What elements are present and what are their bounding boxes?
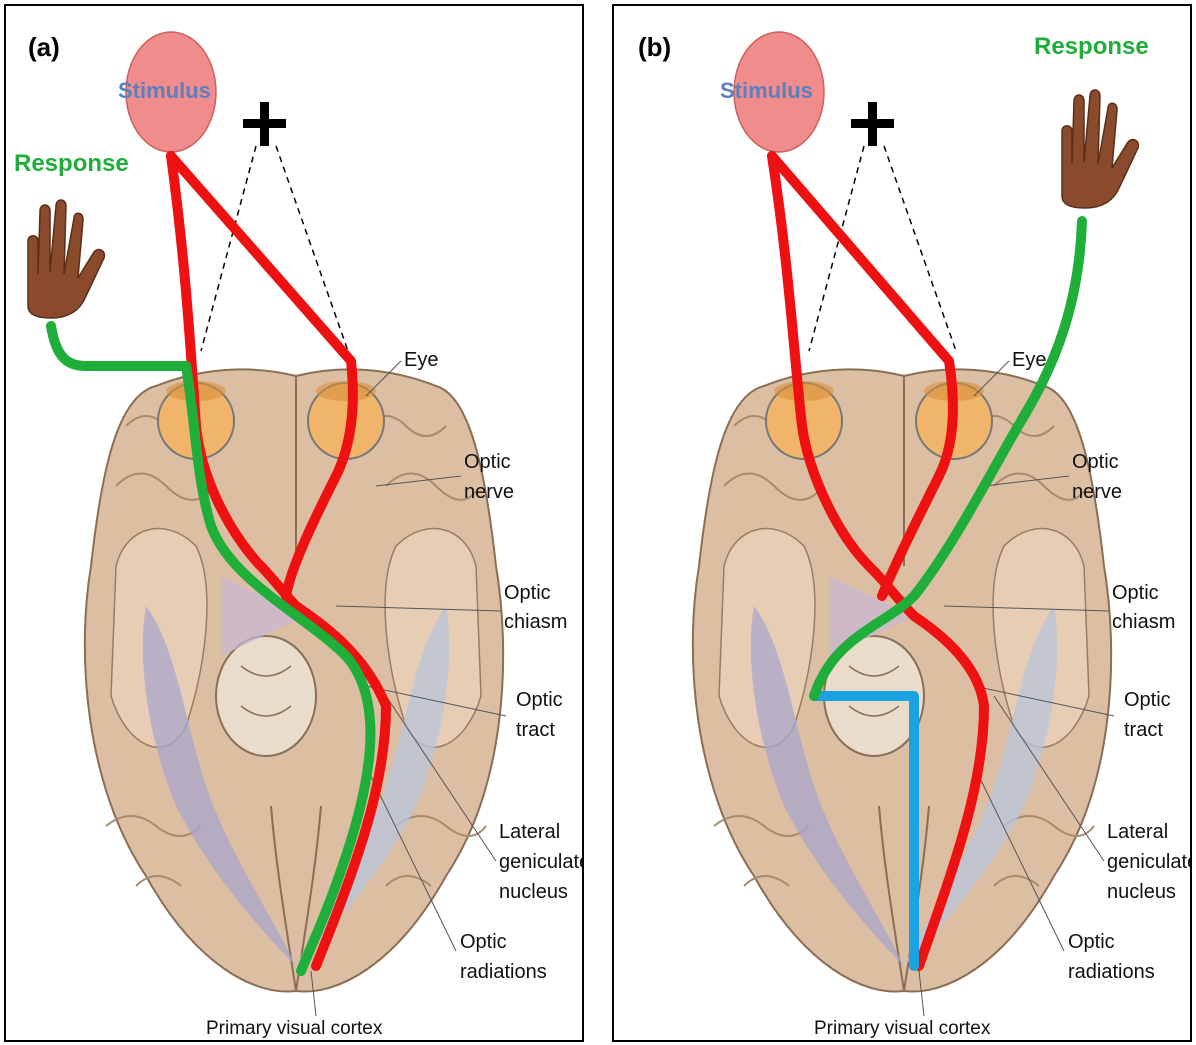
panel-a-diagram: Stimulus Response (a) Eye Optic nerve Op… <box>6 6 584 1042</box>
panel-a: Stimulus Response (a) Eye Optic nerve Op… <box>4 4 584 1042</box>
label-optic-tract-1: Optic <box>1124 689 1171 711</box>
stimulus-label: Stimulus <box>720 78 813 103</box>
panel-b-diagram: Stimulus Response (b) Eye Optic nerve Op… <box>614 6 1192 1042</box>
label-lgn-1: Lateral <box>499 821 560 843</box>
panel-letter: (b) <box>638 32 671 62</box>
label-optic-tract-2: tract <box>1124 719 1163 741</box>
label-optic-chiasm-1: Optic <box>504 582 551 604</box>
sight-lines <box>201 146 348 351</box>
label-optic-chiasm-2: chiasm <box>504 611 567 633</box>
label-optic-tract-1: Optic <box>516 689 563 711</box>
fixation-cross-icon <box>851 102 894 146</box>
hand-icon <box>28 200 104 318</box>
label-optic-nerve-1: Optic <box>1072 451 1119 473</box>
response-label: Response <box>14 150 129 177</box>
label-optic-tract-2: tract <box>516 719 555 741</box>
hand-icon <box>1062 90 1138 208</box>
label-optic-chiasm-2: chiasm <box>1112 611 1175 633</box>
panel-letter: (a) <box>28 32 60 62</box>
label-lgn-3: nucleus <box>499 881 568 903</box>
label-lgn-2: geniculate <box>1107 851 1192 873</box>
label-optic-nerve-2: nerve <box>1072 481 1122 503</box>
label-optic-radiations-2: radiations <box>460 961 547 983</box>
sight-lines <box>809 146 956 351</box>
response-label: Response <box>1034 33 1149 60</box>
label-lgn-1: Lateral <box>1107 821 1168 843</box>
label-optic-nerve-2: nerve <box>464 481 514 503</box>
label-eye: Eye <box>404 349 438 371</box>
label-primary-visual-cortex: Primary visual cortex <box>814 1018 991 1039</box>
label-lgn-2: geniculate <box>499 851 584 873</box>
label-optic-chiasm-1: Optic <box>1112 582 1159 604</box>
label-optic-radiations-1: Optic <box>1068 931 1115 953</box>
label-eye: Eye <box>1012 349 1046 371</box>
fixation-cross-icon <box>243 102 286 146</box>
label-optic-radiations-2: radiations <box>1068 961 1155 983</box>
panel-b: Stimulus Response (b) Eye Optic nerve Op… <box>612 4 1192 1042</box>
stimulus-label: Stimulus <box>118 78 211 103</box>
label-optic-radiations-1: Optic <box>460 931 507 953</box>
brain-illustration <box>693 369 1111 991</box>
brain-illustration <box>85 369 503 991</box>
label-primary-visual-cortex: Primary visual cortex <box>206 1018 383 1039</box>
label-optic-nerve-1: Optic <box>464 451 511 473</box>
label-lgn-3: nucleus <box>1107 881 1176 903</box>
